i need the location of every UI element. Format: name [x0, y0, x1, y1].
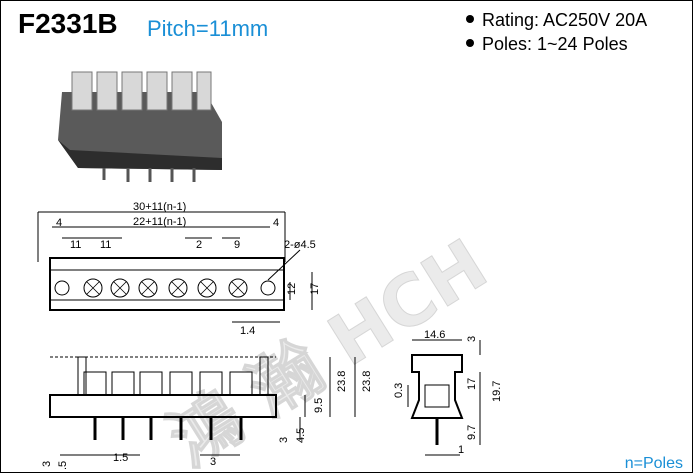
dim-side-0-3: 0.3: [393, 383, 405, 398]
dim-side-17: 17: [466, 378, 478, 390]
dim-pitch-b: 11: [100, 239, 111, 251]
pitch-label: Pitch=11mm: [147, 16, 269, 41]
dim-edge-left: 4: [56, 217, 62, 229]
dim-height-17: 17: [309, 283, 321, 295]
dim-bottom-3-left: 3: [41, 461, 53, 467]
dim-front-9-5: 9.5: [313, 398, 325, 413]
dim-front-23-8-b: 23.8: [361, 371, 373, 392]
dim-side-3: 3: [466, 336, 478, 342]
spec-poles: Poles: 1~24 Poles: [466, 32, 647, 56]
dim-bottom-3-mid: 3: [210, 456, 216, 468]
dim-top-total: 30+11(n-1): [133, 201, 186, 213]
dim-bottom-1-5: 1.5: [113, 452, 128, 464]
side-view: [407, 339, 481, 456]
spec-rating: Rating: AC250V 20A: [466, 8, 647, 32]
dim-offset-1-4: 1.4: [240, 325, 255, 337]
dim-height-12: 12: [286, 283, 298, 295]
spec-poles-text: Poles: 1~24 Poles: [482, 34, 628, 54]
dim-small-2: 2: [196, 239, 202, 251]
footer-note: n=Poles: [624, 455, 683, 472]
dim-front-23-8: 23.8: [336, 371, 348, 392]
model-title: F2331B: [18, 8, 118, 39]
dim-front-4-5: 4.5: [295, 428, 307, 443]
dim-side-19-7: 19.7: [491, 381, 503, 402]
dim-top-inner: 22+11(n-1): [133, 216, 186, 228]
dim-side-width: 14.6: [424, 329, 445, 341]
dim-side-9-7: 9.7: [466, 425, 478, 440]
dimension-labels: 30+11(n-1) 22+11(n-1) 4 4 11 11 2 9 2-ø4…: [41, 201, 503, 470]
dim-front-3: 3: [278, 437, 290, 443]
dim-edge-right: 4: [273, 217, 279, 229]
dim-small-9: 9: [234, 239, 240, 251]
spec-rating-text: Rating: AC250V 20A: [482, 10, 648, 30]
bullet-icon: [466, 15, 474, 23]
dim-bottom-pin-5: .5: [57, 461, 69, 470]
dim-side-1: 1: [458, 444, 464, 456]
watermark: 鴻 瀚 HCH: [154, 223, 501, 473]
watermark-text: 鴻 瀚 HCH: [155, 223, 501, 473]
front-view: [49, 356, 356, 456]
bullet-icon: [466, 39, 474, 47]
top-view: [37, 211, 313, 323]
dim-pitch-a: 11: [70, 239, 81, 251]
spec-list: Rating: AC250V 20A Poles: 1~24 Poles: [466, 8, 647, 56]
dim-hole: 2-ø4.5: [284, 239, 316, 251]
product-photo: [58, 71, 222, 182]
